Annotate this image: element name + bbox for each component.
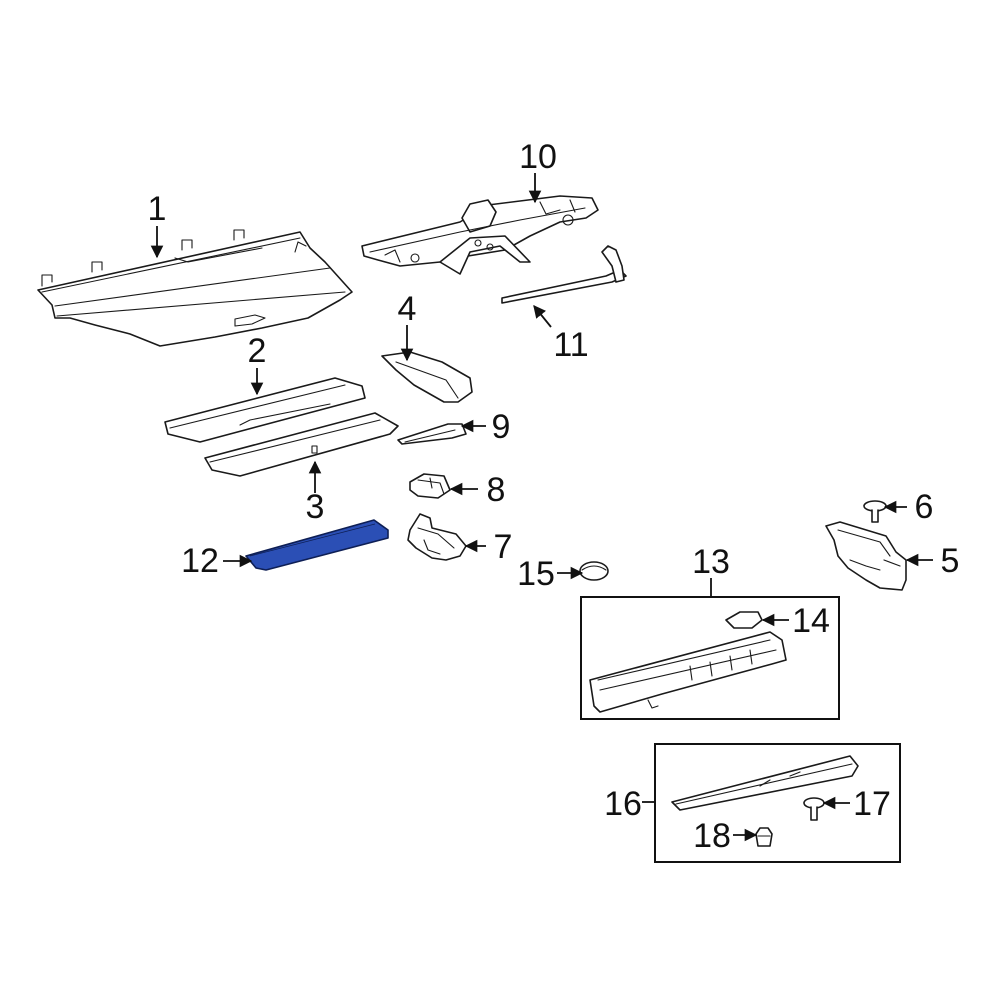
part-8-clip[interactable] <box>409 473 451 499</box>
part-16-sill-protector[interactable] <box>671 755 859 811</box>
part-2-deck-board[interactable] <box>164 377 366 443</box>
part-17-clip[interactable] <box>803 797 825 821</box>
callout-12: 12 <box>181 542 219 580</box>
part-3-deck-board[interactable] <box>204 412 399 477</box>
group-box-16 <box>654 743 901 863</box>
callout-5: 5 <box>941 542 960 580</box>
leader-lines <box>150 173 933 842</box>
callout-4: 4 <box>398 290 417 328</box>
part-13-scuff-plate[interactable] <box>589 631 787 713</box>
callout-8: 8 <box>487 471 506 509</box>
callout-1: 1 <box>148 190 167 228</box>
callout-17: 17 <box>853 785 891 823</box>
callout-16: 16 <box>604 785 642 823</box>
part-11-jack-handle[interactable] <box>501 245 627 304</box>
callout-11: 11 <box>553 326 588 364</box>
part-1-tonneau-cover[interactable] <box>37 229 353 347</box>
part-6-clip[interactable] <box>863 500 887 523</box>
group-box-13 <box>580 596 840 720</box>
part-18-nut[interactable] <box>755 827 773 847</box>
part-5-side-tray[interactable] <box>825 521 907 591</box>
callout-3: 3 <box>306 488 325 526</box>
part-9-trim[interactable] <box>397 423 467 445</box>
part-14-cap[interactable] <box>725 611 763 629</box>
callout-18: 18 <box>693 817 731 855</box>
part-10-jack[interactable] <box>361 195 599 275</box>
part-4-panel[interactable] <box>381 351 473 403</box>
callout-labels: 1 2 3 4 5 6 7 8 9 10 11 12 13 14 15 16 1… <box>148 138 960 855</box>
callout-7: 7 <box>494 528 513 566</box>
part-12-mat[interactable] <box>245 519 389 571</box>
callout-9: 9 <box>492 408 511 446</box>
callout-6: 6 <box>915 488 934 526</box>
callout-10: 10 <box>519 138 557 176</box>
part-7-bracket[interactable] <box>407 513 467 561</box>
callout-2: 2 <box>248 332 267 370</box>
callout-15: 15 <box>517 555 555 593</box>
part-15-plug[interactable] <box>579 561 609 581</box>
callout-13: 13 <box>692 543 730 581</box>
callout-14: 14 <box>792 602 830 640</box>
